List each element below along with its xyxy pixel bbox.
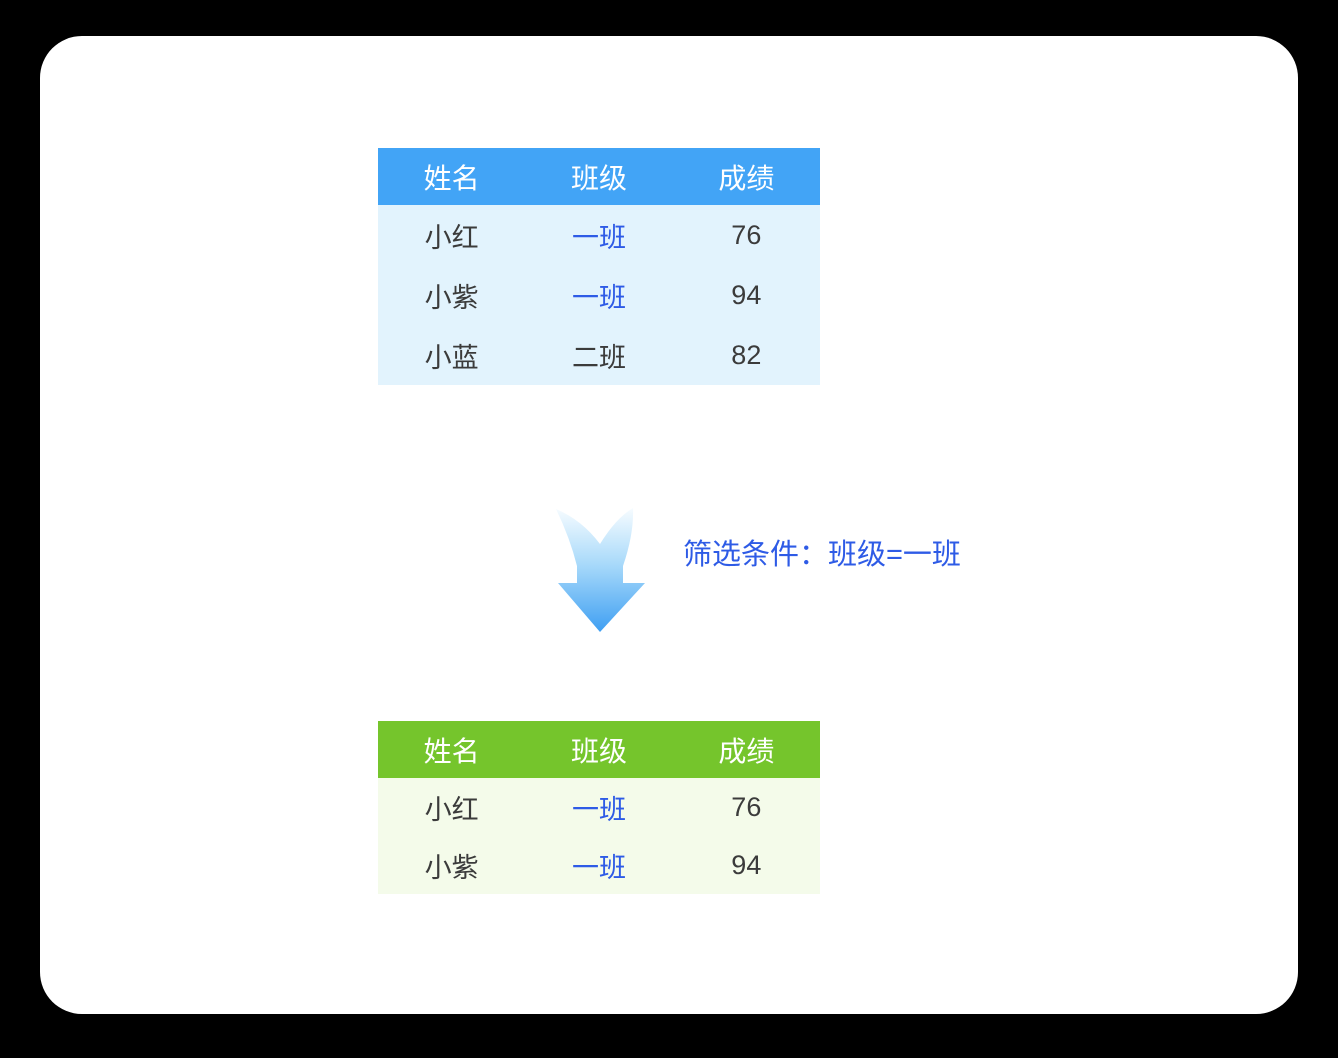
cell-name: 小蓝 [424, 342, 479, 373]
result-table-body: 小红 一班 76 小紫 一班 94 [378, 778, 820, 894]
cell-name: 小紫 [424, 852, 479, 883]
source-header-class: 班级 [570, 162, 627, 194]
cell-score: 94 [731, 849, 762, 880]
filter-condition-label: 筛选条件：班级=一班 [683, 539, 961, 571]
cell-score: 76 [731, 791, 762, 822]
cell-class: 一班 [571, 794, 626, 825]
source-header-name: 姓名 [423, 162, 480, 194]
table-row: 小紫 一班 94 [378, 836, 820, 894]
source-header-score: 成绩 [718, 162, 775, 194]
cell-class: 一班 [571, 852, 626, 883]
cell-name: 小紫 [424, 282, 479, 313]
result-header-class: 班级 [570, 735, 627, 767]
cell-score: 94 [731, 279, 762, 310]
table-row: 小紫 一班 94 [378, 265, 820, 325]
result-header-score: 成绩 [718, 735, 775, 767]
cell-class: 二班 [571, 342, 626, 373]
table-row: 小红 一班 76 [378, 778, 820, 836]
result-header-name: 姓名 [423, 735, 480, 767]
result-table-header-row: 姓名 班级 成绩 [378, 721, 820, 778]
table-row: 小蓝 二班 82 [378, 325, 820, 385]
cell-name: 小红 [424, 794, 479, 825]
source-table-body: 小红 一班 76 小紫 一班 94 小蓝 二班 82 [378, 205, 820, 385]
cell-class: 一班 [571, 222, 626, 253]
cell-score: 82 [731, 339, 762, 370]
diagram-card: 姓名 班级 成绩 小红 一班 76 小紫 一班 94 小蓝 二班 82 [40, 36, 1298, 1014]
result-table: 姓名 班级 成绩 小红 一班 76 小紫 一班 94 [378, 721, 820, 894]
down-arrow-icon [554, 506, 648, 632]
source-table: 姓名 班级 成绩 小红 一班 76 小紫 一班 94 小蓝 二班 82 [378, 148, 820, 385]
cell-class: 一班 [571, 282, 626, 313]
table-row: 小红 一班 76 [378, 205, 820, 265]
cell-name: 小红 [424, 222, 479, 253]
source-table-header-row: 姓名 班级 成绩 [378, 148, 820, 205]
cell-score: 76 [731, 219, 762, 250]
